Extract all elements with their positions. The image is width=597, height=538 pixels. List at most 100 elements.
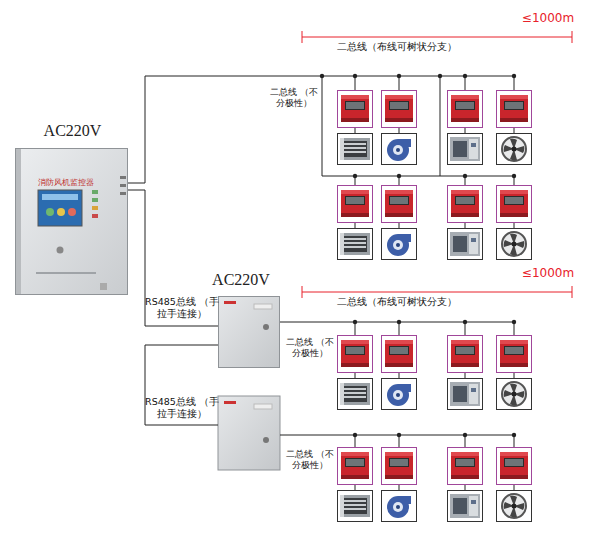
axial-fan (497, 134, 532, 165)
rs485-bus (145, 345, 218, 425)
cabinet-lock (263, 437, 269, 443)
centrifugal-fan (382, 491, 417, 522)
control-module (448, 448, 483, 485)
junction-dot (397, 433, 401, 437)
smoke-damper (448, 229, 483, 260)
main-controller (15, 148, 128, 295)
sub-controller (218, 296, 280, 368)
brand-logo (224, 301, 236, 304)
distance-limit: ≤1000m (520, 11, 576, 26)
sub-controller (218, 396, 280, 470)
indicator-led (92, 206, 98, 210)
control-module (382, 91, 417, 128)
junction-dot (397, 74, 401, 78)
controller-screen (38, 190, 82, 226)
junction-dot (463, 174, 467, 178)
junction-dot (512, 433, 516, 437)
connector-label: RS485总线 （手拉手连接） (145, 296, 219, 320)
junction-dot (512, 174, 516, 178)
control-module (338, 91, 373, 128)
control-module (382, 448, 417, 485)
control-module (497, 91, 532, 128)
brand-logo (224, 401, 236, 404)
bus-wires (128, 76, 515, 490)
control-module (338, 448, 373, 485)
distance-limit: ≤1000m (520, 266, 576, 281)
axial-fan (497, 379, 532, 410)
nameplate (254, 404, 272, 409)
bus-note: 二总线 （不分极性） (266, 87, 322, 110)
centrifugal-fan (382, 229, 417, 260)
bus-note: 二总线 （不分极性） (282, 337, 338, 360)
dimension-line (302, 31, 572, 298)
smoke-damper (448, 379, 483, 410)
control-module (338, 186, 373, 223)
junction-dot (512, 320, 516, 324)
fire-damper (338, 134, 373, 165)
two-wire-branch (322, 76, 515, 176)
indicator-led (92, 190, 98, 194)
control-module (382, 336, 417, 373)
bus-note: 二总线 （不分极性） (282, 449, 338, 472)
smoke-damper (448, 134, 483, 165)
device-name: 消防风机监控器 (38, 177, 94, 188)
control-module (448, 336, 483, 373)
controller-body (218, 296, 280, 368)
rs485-connector (128, 190, 218, 326)
junction-dot (397, 174, 401, 178)
controller-body (15, 148, 128, 295)
indicator-led (92, 198, 98, 202)
fire-damper (338, 491, 373, 522)
nameplate (254, 304, 272, 309)
centrifugal-fan (382, 134, 417, 165)
bus-junctions (320, 74, 516, 437)
rs485-note: RS485总线 （手拉手连接） (145, 396, 219, 420)
screen-icon (68, 208, 76, 216)
centrifugal-fan (382, 379, 417, 410)
bus-note: 二总线（布线可树状分支） (330, 41, 464, 54)
key-switch (57, 247, 64, 254)
fire-damper (338, 379, 373, 410)
control-module (382, 186, 417, 223)
junction-dot (320, 74, 324, 78)
junction-dot (438, 74, 442, 78)
module-stub (355, 76, 514, 133)
terminal (120, 176, 126, 179)
control-module (338, 336, 373, 373)
module-stub (355, 322, 514, 378)
junction-dot (463, 433, 467, 437)
indicator-led (92, 214, 98, 218)
axial-fan (497, 491, 532, 522)
screen-icon (46, 208, 54, 216)
monitor-controller: AC220V消防风机监控器 (15, 148, 128, 295)
junction-dot (397, 320, 401, 324)
junction-dot (353, 74, 357, 78)
control-module (497, 336, 532, 373)
power-label: AC220V (210, 271, 272, 289)
control-module (497, 186, 532, 223)
screen-bar (42, 194, 78, 200)
terminal (120, 192, 126, 195)
fire-damper (338, 229, 373, 260)
junction-dot (463, 74, 467, 78)
power-label: AC220V (16, 122, 129, 140)
nameplate-line (36, 272, 96, 274)
junction-dot (512, 74, 516, 78)
two-wire-bus (128, 76, 515, 183)
control-modules (338, 91, 532, 485)
control-module (448, 91, 483, 128)
axial-fan (497, 229, 532, 260)
screen-icon (57, 208, 65, 216)
fire-equipment (338, 134, 532, 522)
smoke-damper (448, 491, 483, 522)
controller-body (218, 396, 280, 470)
module-stub (355, 435, 514, 490)
junction-dot (463, 320, 467, 324)
junction-dot (353, 320, 357, 324)
bus-note: 二总线（布线可树状分支） (330, 296, 464, 309)
junction-dot (353, 174, 357, 178)
junction-dot (353, 433, 357, 437)
controller-port (100, 283, 107, 290)
control-module (448, 186, 483, 223)
